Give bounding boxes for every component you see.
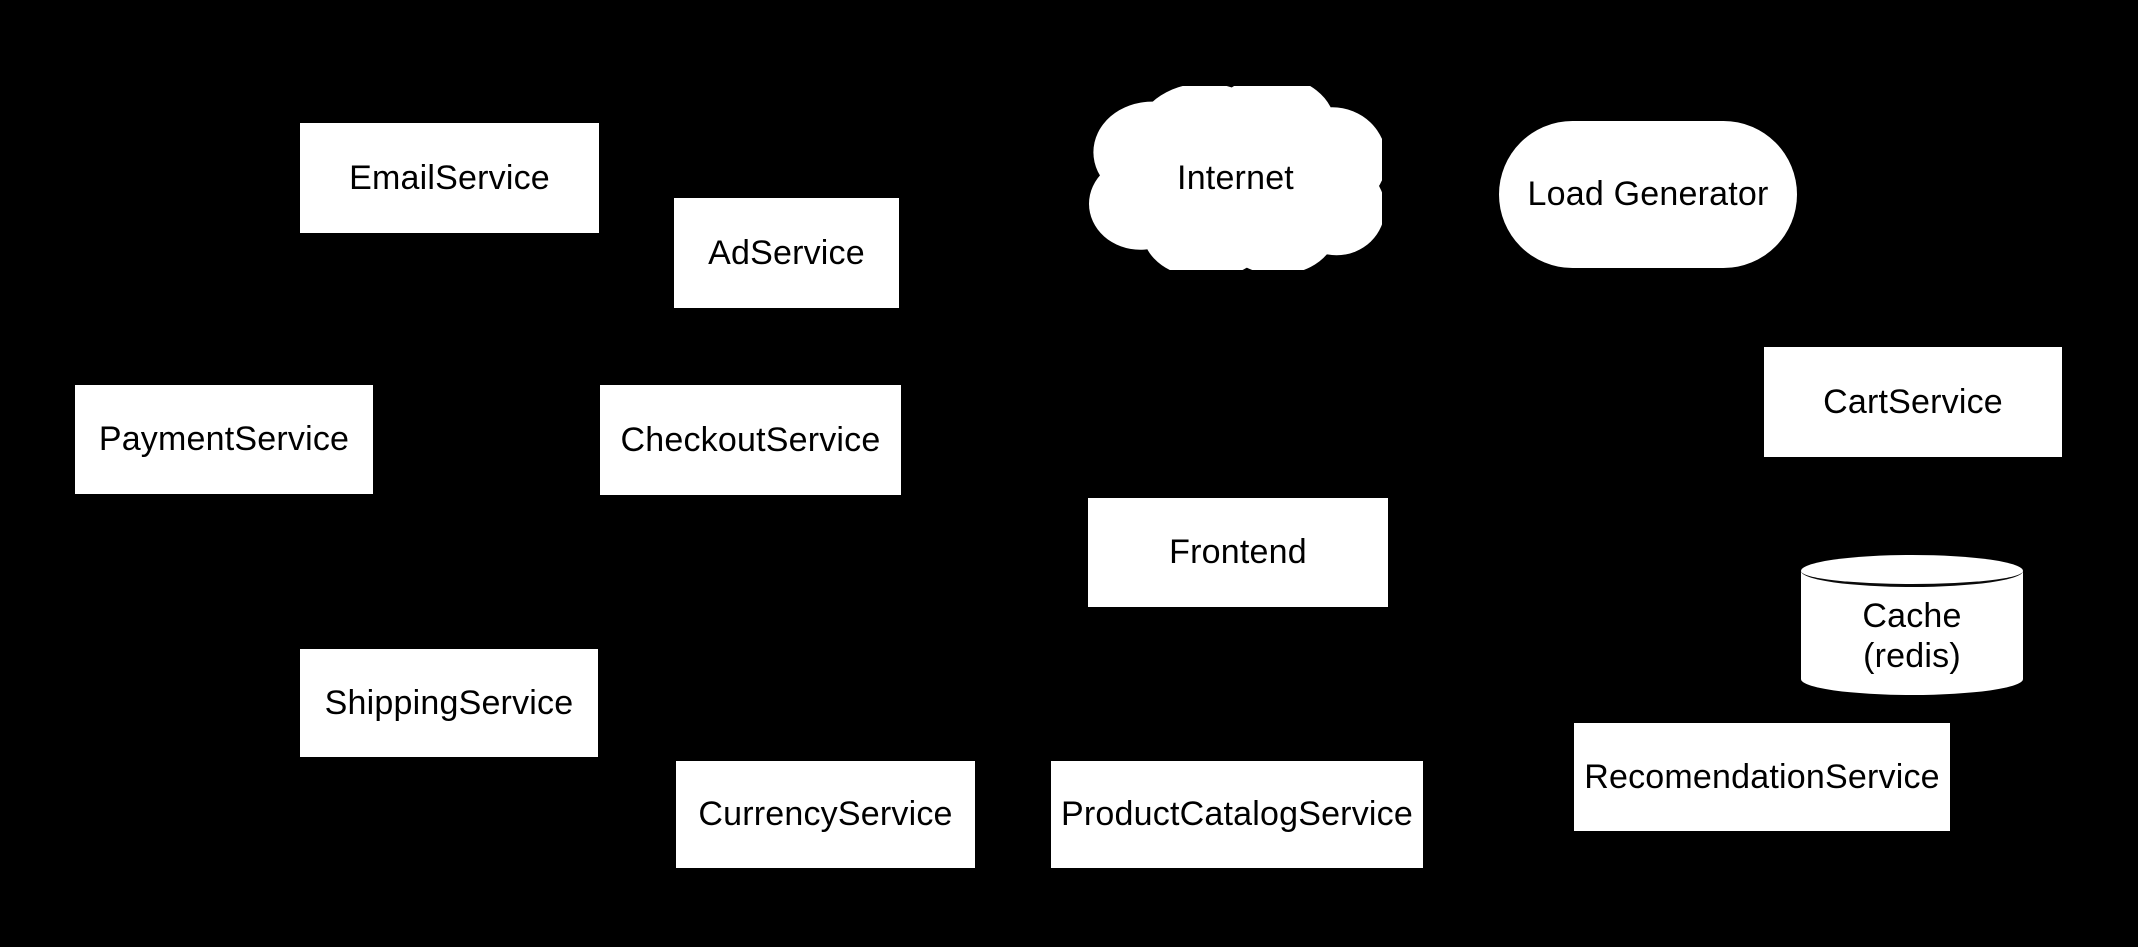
node-label-shipping-service: ShippingService — [324, 683, 574, 722]
node-cache-redis[interactable]: Cache (redis) — [1801, 555, 2023, 695]
node-label-cart-service: CartService — [1823, 382, 2003, 421]
node-label-internet: Internet — [1177, 158, 1294, 197]
node-ad-service[interactable]: AdService — [674, 198, 899, 308]
cylinder-body — [1801, 571, 2023, 695]
cloud-shape-icon — [1089, 86, 1382, 270]
node-label-checkout-service: CheckoutService — [620, 420, 881, 459]
node-label-frontend: Frontend — [1169, 533, 1307, 572]
node-label-load-generator: Load Generator — [1527, 175, 1769, 214]
node-label-email-service: EmailService — [349, 158, 550, 197]
cylinder-top-ellipse — [1801, 555, 2023, 587]
node-shipping-service[interactable]: ShippingService — [300, 649, 598, 757]
node-email-service[interactable]: EmailService — [300, 123, 599, 233]
node-label-ad-service: AdService — [708, 233, 865, 272]
node-internet[interactable]: Internet — [1089, 86, 1382, 270]
node-label-product-catalog-service: ProductCatalogService — [1061, 795, 1413, 834]
node-label-payment-service: PaymentService — [98, 420, 350, 459]
node-label-currency-service: CurrencyService — [698, 795, 953, 834]
node-product-catalog-service[interactable]: ProductCatalogService — [1051, 761, 1423, 868]
node-currency-service[interactable]: CurrencyService — [676, 761, 975, 868]
node-load-generator[interactable]: Load Generator — [1499, 121, 1797, 268]
node-recomendation-service[interactable]: RecomendationService — [1574, 723, 1950, 831]
node-label-recomendation-service: RecomendationService — [1584, 757, 1940, 796]
node-payment-service[interactable]: PaymentService — [75, 385, 373, 494]
node-label-cache-redis: Cache (redis) — [1862, 596, 1962, 675]
node-checkout-service[interactable]: CheckoutService — [600, 385, 901, 495]
node-cart-service[interactable]: CartService — [1764, 347, 2062, 457]
node-frontend[interactable]: Frontend — [1088, 498, 1388, 607]
